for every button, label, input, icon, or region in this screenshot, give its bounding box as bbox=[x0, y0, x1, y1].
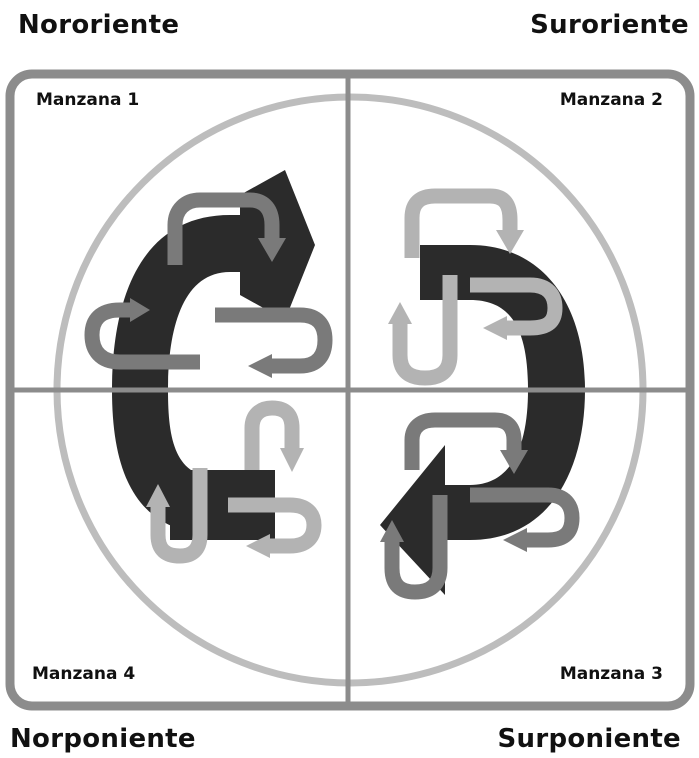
block-label-4: Manzana 4 bbox=[32, 664, 135, 684]
block-label-3: Manzana 3 bbox=[560, 664, 663, 684]
block-label-2: Manzana 2 bbox=[560, 90, 663, 110]
block-label-1: Manzana 1 bbox=[36, 90, 139, 110]
